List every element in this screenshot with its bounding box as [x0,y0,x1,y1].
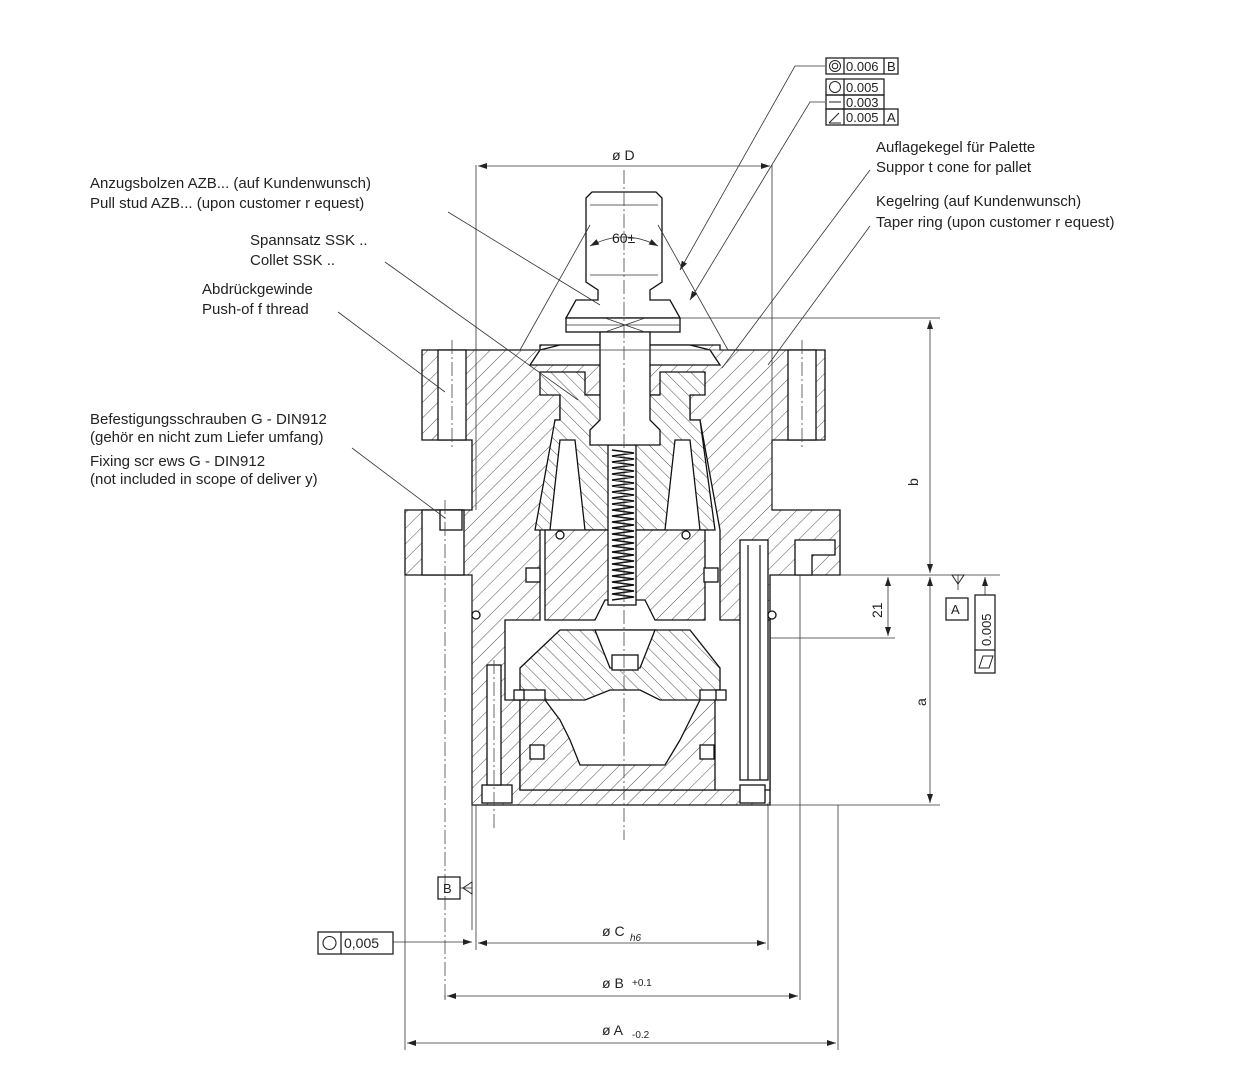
label-pushoff-en: Push-of f thread [202,301,309,318]
label-support-cone-de: Auflagekegel für Palette [876,139,1035,156]
dim-b-tol: +0.1 [632,978,652,989]
fcf-runout-value: 0.005 [846,110,879,125]
dim-a-dia: ø A [602,1022,624,1038]
fcf-bottom-circularity: 0,005 [317,931,394,955]
leader-lines [337,65,871,519]
circularity-icon [322,935,337,951]
dim-a: a [913,698,929,706]
fcf-roundness-value: 0.005 [846,80,879,95]
svg-text:B: B [443,881,452,896]
spring [611,449,635,601]
fcf-concentricity: 0.006 B [825,57,899,75]
label-fixing-en-1: Fixing scr ews G - DIN912 [90,453,265,470]
collet-section [519,371,721,791]
dim-a-tol: -0.2 [632,1030,650,1041]
dim-c-tol: h6 [630,933,642,944]
label-fixing-de-2: (gehör en nicht zum Liefer umfang) [90,429,323,446]
dim-d: ø D [612,147,635,163]
runout-icon [828,112,841,124]
label-taper-ring-de: Kegelring (auf Kundenwunsch) [876,193,1081,210]
dim-c: ø C [602,923,625,939]
dim-angle: 60± [612,230,636,246]
flatness-icon [978,655,994,669]
fcf-concentricity-datum: B [887,59,896,74]
label-taper-ring-en: Taper ring (upon customer r equest) [876,214,1114,231]
label-fixing-en-2: (not included in scope of deliver y) [90,471,318,488]
fcf-stack: 0.005 0.003 0.005 A [825,78,899,126]
o-rings [471,530,777,804]
fcf-straightness-value: 0.003 [846,95,879,110]
label-collet-en: Collet SSK .. [250,252,335,269]
fcf-runout-datum: A [887,110,896,125]
dimension-texts: ø D 60± b a 21 ø C h6 ø B +0.1 ø A -0.2 [602,147,929,1041]
part-labels: Anzugsbolzen AZB... (auf Kundenwunsch) P… [90,139,1114,488]
fcf-bottom-value: 0,005 [344,935,379,951]
label-support-cone-en: Suppor t cone for pallet [876,159,1032,176]
label-fixing-de-1: Befestigungsschrauben G - DIN912 [90,411,327,428]
dim-b-dia: ø B [602,975,624,991]
fcf-flatness-value: 0.005 [979,613,994,646]
label-pull-stud-en: Pull stud AZB... (upon customer r equest… [90,195,364,212]
label-collet-de: Spannsatz SSK .. [250,232,368,249]
label-pull-stud-de: Anzugsbolzen AZB... (auf Kundenwunsch) [90,175,371,192]
datum-a: A [945,597,969,621]
fcf-concentricity-value: 0.006 [846,59,879,74]
svg-text:A: A [951,602,960,617]
dim-21: 21 [869,602,885,618]
fcf-flatness: 0.005 [974,594,996,674]
pull-stud [519,191,729,446]
label-pushoff-de: Abdrückgewinde [202,281,313,298]
spring-coil [611,449,635,601]
dimension-lines [393,163,1000,1050]
datum-b: B [437,876,461,900]
dim-b: b [905,478,921,486]
circularity-icon [829,81,841,93]
